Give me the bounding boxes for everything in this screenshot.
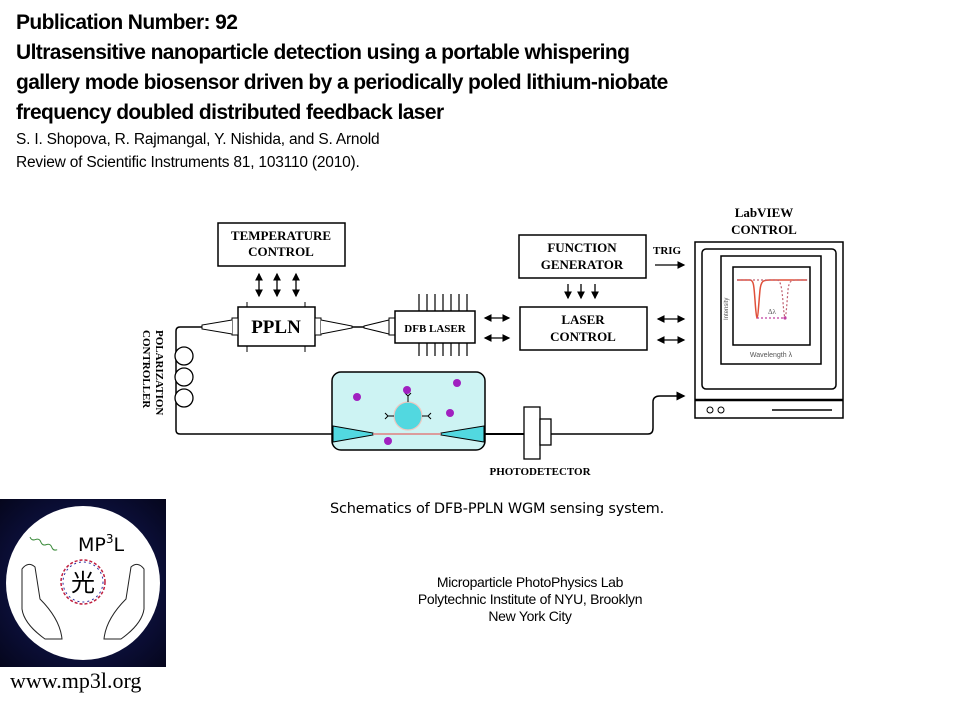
laser-control-label-1: LASER — [561, 312, 605, 327]
receptor-right — [422, 412, 432, 420]
journal-citation: Review of Scientific Instruments 81, 103… — [16, 154, 360, 171]
polarization-controller: POLARIZATION CONTROLLER — [140, 326, 332, 435]
lab-institution: Polytechnic Institute of NYU, Brooklyn — [417, 591, 643, 607]
title-line-2: gallery mode biosensor driven by a perio… — [16, 71, 668, 94]
laser-control-box: LASER CONTROL — [519, 306, 648, 351]
laser-link-arrows — [483, 314, 511, 342]
nanoparticle — [446, 409, 454, 417]
computer-monitor — [694, 241, 844, 419]
receptor-top — [404, 392, 412, 402]
trig-label: TRIG — [653, 245, 682, 257]
microsphere — [393, 401, 423, 431]
photodetector: PHOTODETECTOR — [489, 406, 592, 478]
dfb-laser-module: DFB LASER — [363, 294, 476, 356]
function-generator-box: FUNCTION GENERATOR — [518, 234, 647, 279]
lab-website-url[interactable]: www.mp3l.org — [10, 668, 142, 693]
plot-xlabel: Wavelength λ — [750, 352, 793, 359]
polarization-label-2: CONTROLLER — [140, 330, 152, 409]
logo-graphic: MP3L 光 — [6, 506, 160, 660]
lab-info: Microparticle PhotoPhysics Lab Polytechn… — [360, 574, 700, 625]
photodetector-label: PHOTODETECTOR — [489, 466, 591, 478]
nanoparticles — [353, 379, 461, 445]
resonance-plot: Δλ Intensity Wavelength λ — [724, 279, 808, 359]
ppln-module: PPLN — [201, 302, 353, 352]
lab-name: Microparticle PhotoPhysics Lab — [436, 574, 624, 590]
function-generator-label-1: FUNCTION — [547, 240, 617, 255]
function-generator-label-2: GENERATOR — [541, 257, 624, 272]
light-glyph: 光 — [71, 569, 95, 597]
nanoparticle — [453, 379, 461, 387]
dfb-laser-label: DFB LASER — [404, 323, 466, 335]
polarization-label-1: POLARIZATION — [153, 330, 165, 415]
publication-number: Publication Number: 92 — [16, 11, 238, 34]
authors: S. I. Shopova, R. Rajmangal, Y. Nishida,… — [16, 131, 380, 148]
figure-caption: Schematics of DFB-PPLN WGM sensing syste… — [330, 501, 665, 517]
labview-label-1: LabVIEW — [735, 205, 794, 220]
resonator-ring-icon — [60, 559, 106, 605]
temperature-control-box: TEMPERATURE CONTROL — [217, 222, 346, 267]
nanoparticle — [403, 386, 411, 394]
logo-text: MP3L — [78, 532, 125, 556]
sensing-chamber — [331, 371, 486, 451]
temperature-control-label-2: CONTROL — [248, 244, 314, 259]
title-line-3: frequency doubled distributed feedback l… — [16, 101, 444, 124]
plot-ylabel: Intensity — [724, 298, 730, 320]
light-wave-icon — [29, 536, 58, 551]
publication-header: Publication Number: 92 Ultrasensitive na… — [16, 8, 916, 174]
lab-city: New York City — [488, 608, 572, 624]
signal-line — [551, 391, 686, 435]
ppln-label: PPLN — [251, 317, 301, 338]
receptor-left — [384, 412, 394, 420]
labview-label-2: CONTROL — [731, 222, 797, 237]
generator-to-laser-arrows — [564, 284, 599, 300]
mp3l-logo: MP3L 光 — [0, 499, 166, 667]
title-line-1: Ultrasensitive nanoparticle detection us… — [16, 41, 630, 64]
left-hand-icon — [21, 563, 63, 640]
control-to-computer-arrows — [656, 315, 686, 344]
right-hand-icon — [103, 563, 145, 640]
temperature-control-label-1: TEMPERATURE — [231, 228, 331, 243]
shift-label: Δλ — [768, 308, 777, 316]
nanoparticle — [353, 393, 361, 401]
temperature-arrows — [255, 272, 300, 298]
laser-control-label-2: CONTROL — [550, 329, 616, 344]
nanoparticle — [384, 437, 392, 445]
